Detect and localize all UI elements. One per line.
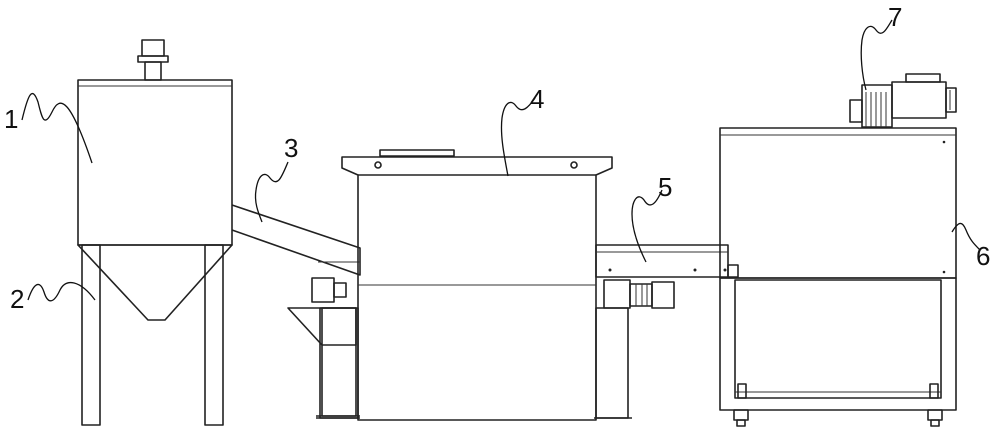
leader-line-5 (631, 189, 663, 263)
top-motor (849, 73, 957, 128)
leader-line-4 (500, 97, 536, 177)
label-1: 1 (4, 104, 18, 134)
leader-line-1 (21, 92, 93, 164)
leader-line-3 (254, 161, 289, 223)
leader-line-6 (951, 222, 981, 251)
label-3: 3 (284, 133, 298, 163)
cabinet-unit (719, 127, 957, 427)
storage-hopper (77, 39, 233, 321)
leader-line-2 (27, 281, 96, 302)
label-4: 4 (530, 84, 544, 114)
leader-line-7 (860, 19, 893, 91)
horizontal-conveyor (595, 244, 739, 309)
label-7: 7 (888, 2, 902, 32)
label-5: 5 (658, 172, 672, 202)
hopper-support-legs (81, 244, 224, 426)
label-6: 6 (976, 241, 990, 271)
mixer-box (316, 149, 632, 421)
inclined-conveyor (231, 204, 361, 417)
label-2: 2 (10, 284, 24, 314)
